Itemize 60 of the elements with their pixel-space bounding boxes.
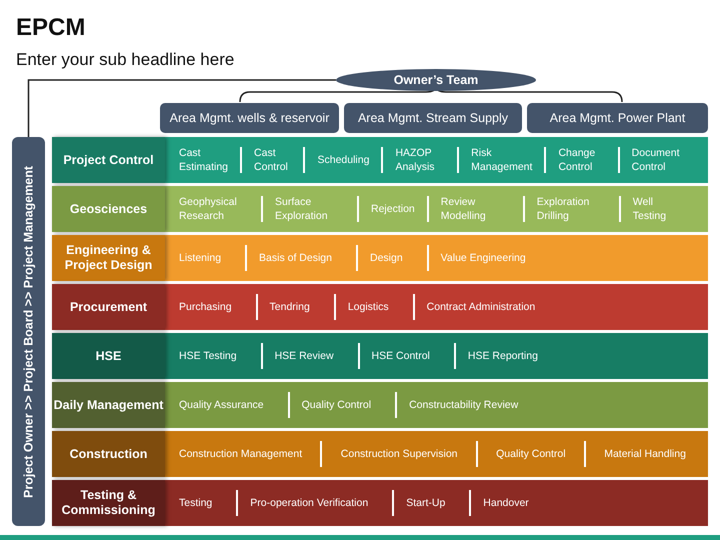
activity-label: Handover <box>483 496 530 510</box>
activity-label: Start-Up <box>406 496 446 510</box>
activity-label: Cast Control <box>254 146 289 174</box>
subtitle: Enter your sub headline here <box>16 50 234 70</box>
activity-label: Constructability Review <box>409 398 520 412</box>
activity-label: Quality Control <box>302 398 372 412</box>
activity-label: HSE Reporting <box>468 349 539 363</box>
activity-label: Exploration Drilling <box>536 195 590 223</box>
connector-line <box>28 79 336 137</box>
activity-label: Review Modelling <box>440 195 487 223</box>
hierarchy-bar: Project Owner >> Project Board >> Project Management <box>12 137 45 526</box>
row-heading: Project Control <box>52 137 165 183</box>
activity-label: Logistics <box>348 300 390 314</box>
phase-band <box>52 186 708 232</box>
activity-label: Construction Management <box>179 447 304 461</box>
activity-label: Quality Assurance <box>179 398 265 412</box>
activity-label: Testing <box>179 496 214 510</box>
phase-band <box>52 137 708 183</box>
phase-band <box>52 431 708 477</box>
activity-label: Pro-operation Verification <box>250 496 370 510</box>
activity-label: Value Engineering <box>440 251 527 265</box>
phase-band <box>52 382 708 428</box>
activity-label: Cast Estimating <box>179 146 230 174</box>
activity-label: Listening <box>179 251 222 265</box>
area-box: Area Mgmt. Stream Supply <box>344 103 522 133</box>
activity-label: Purchasing <box>179 300 233 314</box>
row-heading: Procurement <box>52 284 165 330</box>
activity-label: HSE Testing <box>179 349 238 363</box>
phase-band <box>52 284 708 330</box>
activity-label: Scheduling <box>317 153 370 167</box>
activity-label: Design <box>370 251 404 265</box>
activity-label: Risk Management <box>471 146 534 174</box>
area-box: Area Mgmt. wells & reservoir <box>160 103 339 133</box>
activity-label: HSE Review <box>274 349 335 363</box>
activity-label: Rejection <box>371 202 416 216</box>
row-heading: Daily Management <box>52 382 165 428</box>
row-heading: Testing & Commissioning <box>52 480 165 526</box>
activity-label: Change Control <box>558 146 596 174</box>
phase-band <box>52 480 708 526</box>
activity-label: Surface Exploration <box>275 195 329 223</box>
activity-label: Tendring <box>270 300 311 314</box>
phase-band <box>52 235 708 281</box>
activity-label: Basis of Design <box>259 251 333 265</box>
activity-label: Construction Supervision <box>340 447 459 461</box>
activity-label: Document Control <box>632 146 681 174</box>
team-ellipse: Owner’s Team <box>336 69 536 91</box>
row-heading: Engineering & Project Design <box>52 235 165 281</box>
row-heading: HSE <box>52 333 165 379</box>
activity-label: HAZOP Analysis <box>395 146 436 174</box>
area-box: Area Mgmt. Power Plant <box>527 103 708 133</box>
row-heading: Geosciences <box>52 186 165 232</box>
activity-label: Quality Control <box>496 447 567 461</box>
activity-label: Contract Administration <box>426 300 536 314</box>
activity-label: Well Testing <box>632 195 668 223</box>
activity-label: Material Handling <box>604 447 687 461</box>
phase-band <box>52 333 708 379</box>
activity-label: Geophysical Research <box>179 195 238 223</box>
title: EPCM <box>16 14 86 42</box>
activity-label: HSE Control <box>372 349 431 363</box>
row-heading: Construction <box>52 431 165 477</box>
